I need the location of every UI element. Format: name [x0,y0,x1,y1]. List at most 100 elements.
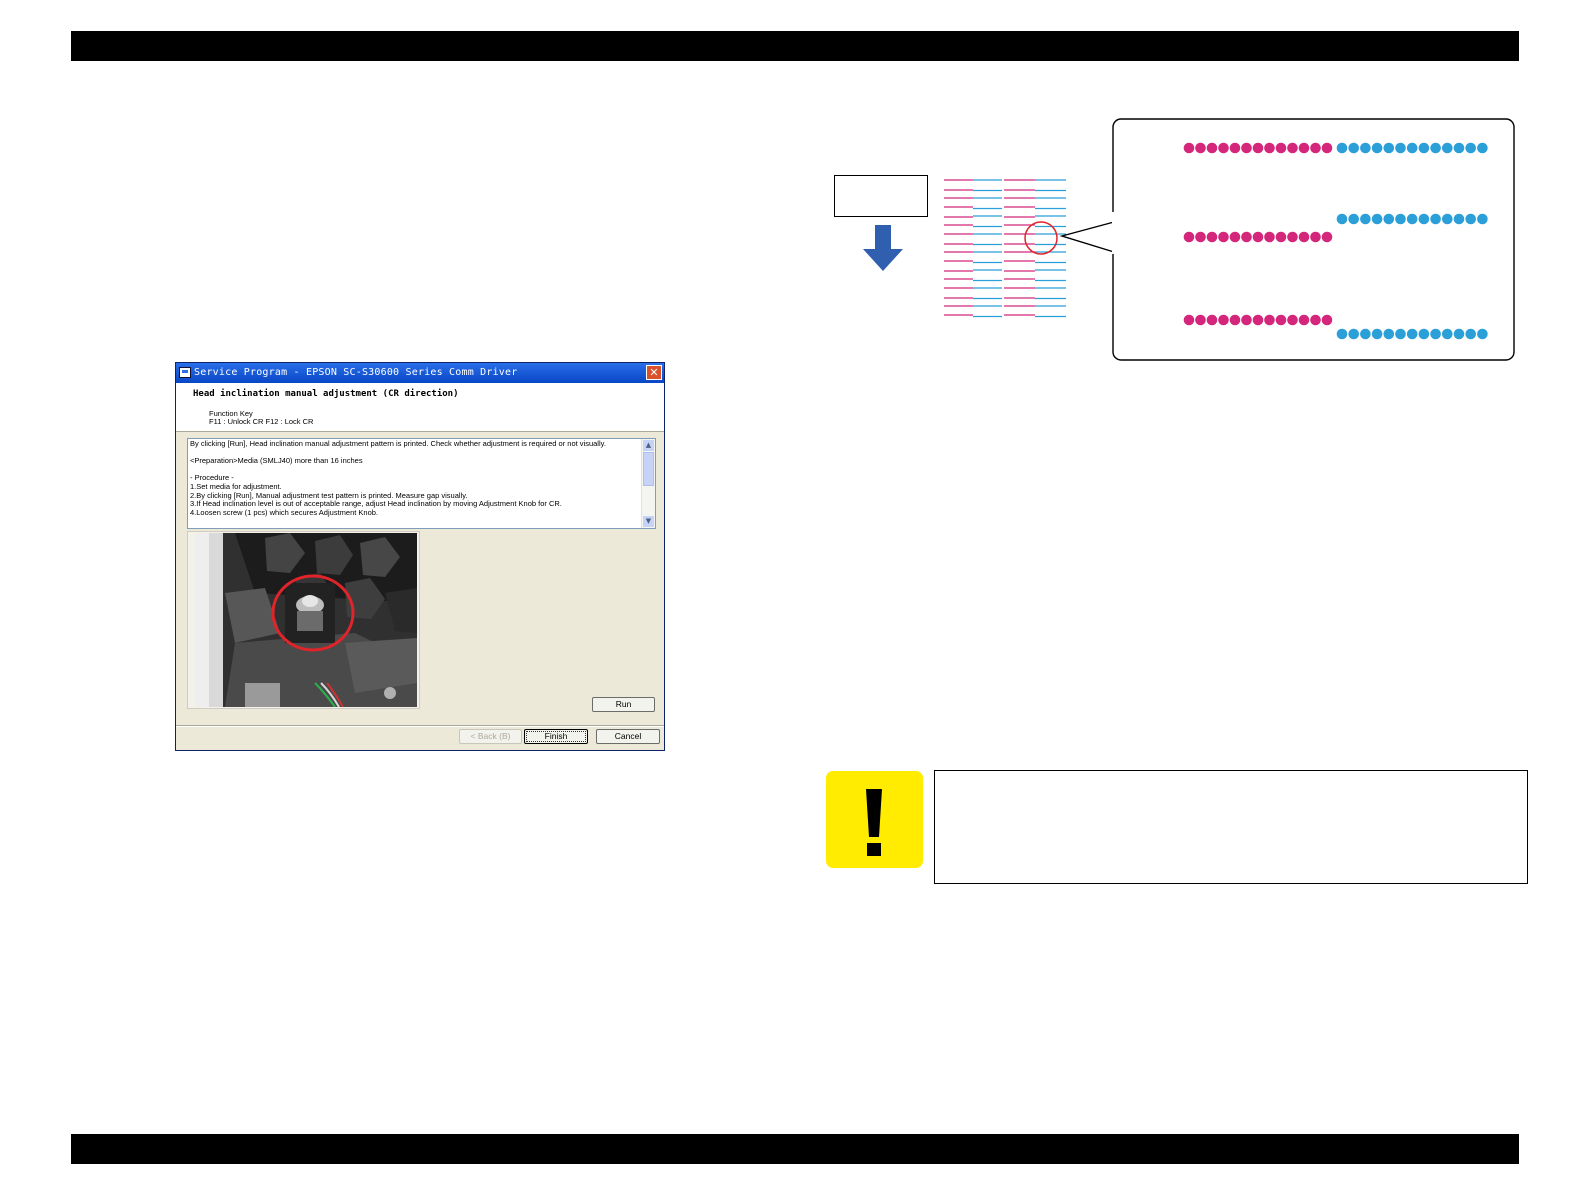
adjustment-knob-photo-drawing [195,533,417,707]
magenta-dot [1287,231,1298,243]
cyan-dot [1430,328,1441,340]
cyan-dot [1348,213,1359,225]
cyan-dot [1336,142,1348,154]
cyan-dot [1406,213,1418,225]
cyan-dot [1395,142,1406,154]
enlarged-dot-rows [1183,142,1488,340]
cyan-dot [1360,328,1371,340]
dialog-header: Head inclination manual adjustment (CR d… [176,383,664,432]
magenta-dot [1321,231,1333,243]
magenta-dot [1252,314,1264,326]
magenta-dot [1241,314,1252,326]
footer-bar [71,1134,1519,1164]
pattern-highlight-circle [1024,221,1058,255]
magenta-dot [1275,314,1287,326]
print-direction-label-box [834,175,928,217]
magenta-dot [1298,231,1310,243]
run-button[interactable]: Run [592,697,655,712]
cyan-dot [1336,328,1348,340]
dialog-separator [176,725,664,727]
cyan-dot [1348,328,1359,340]
magenta-dot [1229,314,1241,326]
cyan-dot [1406,142,1418,154]
cyan-dot [1395,213,1406,225]
dialog-title: Service Program - EPSON SC-S30600 Series… [194,367,518,378]
cyan-dot [1442,213,1453,225]
service-program-dialog: Service Program - EPSON SC-S30600 Series… [175,362,665,751]
cyan-dot [1465,142,1476,154]
exclamation-icon [866,789,882,856]
cyan-dot [1453,142,1465,154]
cyan-dot [1395,328,1406,340]
cyan-dot [1383,142,1395,154]
cyan-dot [1406,328,1418,340]
magenta-dot [1310,314,1321,326]
magenta-dot [1229,231,1241,243]
cyan-dot [1430,142,1441,154]
cyan-dot [1418,328,1430,340]
magenta-dot [1183,314,1195,326]
description-scrollbar[interactable]: ▲ ▼ [641,439,655,528]
cyan-dot [1442,142,1453,154]
cyan-dot [1453,328,1465,340]
magenta-dot [1206,231,1218,243]
cyan-dot [1383,213,1395,225]
back-button[interactable]: < Back (B) [459,729,522,744]
callout-pointer [1059,221,1115,253]
magenta-dot [1287,142,1298,154]
cyan-dot [1418,213,1430,225]
cyan-dot [1371,213,1383,225]
magenta-dot [1264,231,1275,243]
magenta-dot [1252,231,1264,243]
cyan-dot [1442,328,1453,340]
magenta-dot [1252,142,1264,154]
magenta-dot [1287,314,1298,326]
magenta-dot [1183,142,1195,154]
magenta-dot [1218,142,1229,154]
cyan-dot [1360,213,1371,225]
magenta-dot [1275,142,1287,154]
description-textbox[interactable]: By clicking [Run], Head inclination manu… [187,438,656,529]
scroll-down-icon[interactable]: ▼ [643,516,654,527]
cyan-dot [1371,328,1383,340]
cyan-dot [1336,213,1348,225]
test-pattern-graphic [944,179,1066,318]
enlarged-pattern-callout [1112,118,1515,361]
cancel-button[interactable]: Cancel [596,729,660,744]
cyan-dot [1465,213,1476,225]
caution-box [934,770,1528,884]
function-key-list: F11 : Unlock CR F12 : Lock CR [209,417,314,426]
function-key-info: Function Key F11 : Unlock CR F12 : Lock … [209,410,313,426]
magenta-dot [1321,142,1333,154]
magenta-dot [1298,142,1310,154]
callout-gap-cover [1112,212,1118,254]
magenta-dot [1264,314,1275,326]
magenta-dot [1206,314,1218,326]
cyan-dot [1430,213,1441,225]
magenta-dot [1241,142,1252,154]
magenta-dot [1310,142,1321,154]
cyan-dot [1383,328,1395,340]
magenta-dot [1229,142,1241,154]
header-bar [71,31,1519,61]
magenta-dot [1275,231,1287,243]
finish-button[interactable]: Finish [524,729,588,744]
dialog-title-bar: Service Program - EPSON SC-S30600 Series… [176,363,664,383]
close-icon[interactable]: ✕ [646,365,662,380]
magenta-dot [1218,314,1229,326]
magenta-dot [1264,142,1275,154]
cyan-dot [1348,142,1359,154]
dialog-heading: Head inclination manual adjustment (CR d… [193,389,459,399]
cyan-dot [1453,213,1465,225]
print-direction-arrow-icon [863,225,903,271]
function-key-label: Function Key [209,409,253,418]
scroll-up-icon[interactable]: ▲ [643,440,654,451]
adjustment-photo-frame [187,531,420,709]
magenta-dot [1195,231,1206,243]
magenta-dot [1241,231,1252,243]
scroll-thumb[interactable] [643,452,654,486]
cyan-dot [1360,142,1371,154]
description-text: By clicking [Run], Head inclination manu… [190,439,606,517]
magenta-dot [1183,231,1195,243]
cyan-dot [1371,142,1383,154]
